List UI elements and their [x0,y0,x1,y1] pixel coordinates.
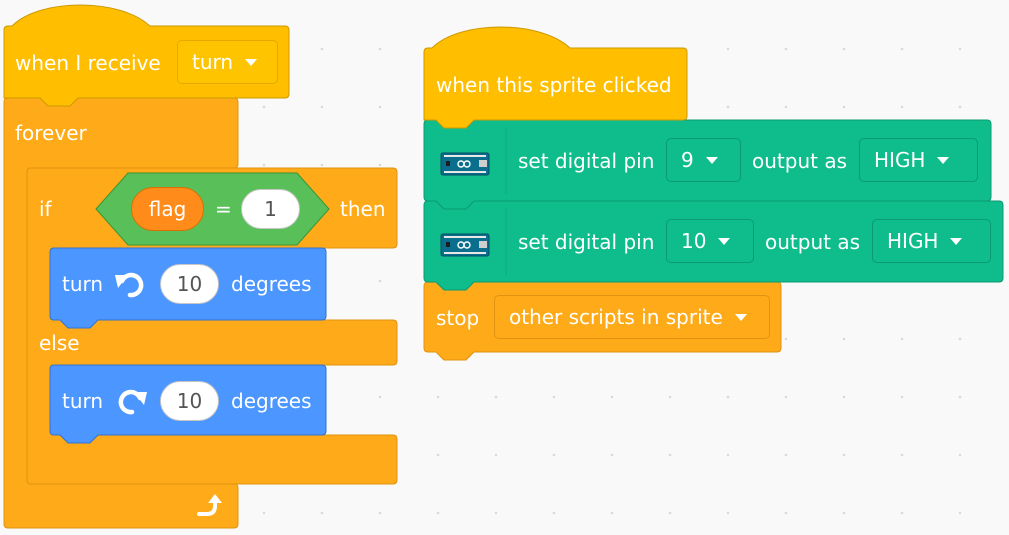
chevron-down-icon [937,156,950,164]
chevron-down-icon [245,58,258,66]
chevron-down-icon [718,237,731,245]
pin-value: 9 [681,148,694,172]
pin-dropdown[interactable]: 10 [666,219,754,263]
hat-label: when this sprite clicked [436,73,672,97]
degrees-label: degrees [231,389,312,413]
message-dropdown[interactable]: turn [177,40,278,84]
pin-dropdown[interactable]: 9 [666,138,741,182]
pin-value: 10 [681,229,707,253]
level-dropdown[interactable]: HIGH [872,219,991,263]
variable-name: flag [148,197,187,221]
level-value: HIGH [887,229,939,253]
forever-label: forever [15,121,87,145]
degrees-value: 10 [176,389,203,413]
turn-right-degrees-input[interactable]: 10 [160,381,219,421]
turn-label: turn [62,272,104,296]
chevron-down-icon [705,156,718,164]
arduino-board-icon [440,233,490,257]
else-label: else [39,331,80,355]
chevron-down-icon [734,313,747,321]
degrees-label: degrees [231,272,312,296]
output-label: output as [752,149,847,173]
level-value: HIGH [874,148,926,172]
if-label: if [39,197,52,221]
loop-arrow-icon [197,494,222,516]
rotate-left-icon [115,272,144,298]
arduino-board-icon [440,152,490,176]
set-pin-label: set digital pin [518,149,655,173]
turn-label: turn [62,389,104,413]
stop-option-dropdown[interactable]: other scripts in sprite [494,295,770,339]
output-label: output as [765,230,860,254]
message-value: turn [192,50,234,74]
stop-option-value: other scripts in sprite [509,305,723,329]
degrees-value: 10 [176,272,203,296]
then-label: then [340,197,386,221]
stop-label: stop [436,306,480,330]
when-sprite-clicked-hat [423,26,688,129]
flag-variable-reporter[interactable]: flag [131,187,204,231]
chevron-down-icon [950,237,963,245]
level-dropdown[interactable]: HIGH [859,138,978,182]
set-pin-label: set digital pin [518,230,655,254]
turn-left-degrees-input[interactable]: 10 [160,264,219,304]
compare-value: 1 [264,197,277,221]
equals-sign: = [215,197,232,221]
rotate-right-icon [118,389,147,415]
hat-label: when I receive [15,51,161,75]
compare-value-input[interactable]: 1 [241,189,300,229]
